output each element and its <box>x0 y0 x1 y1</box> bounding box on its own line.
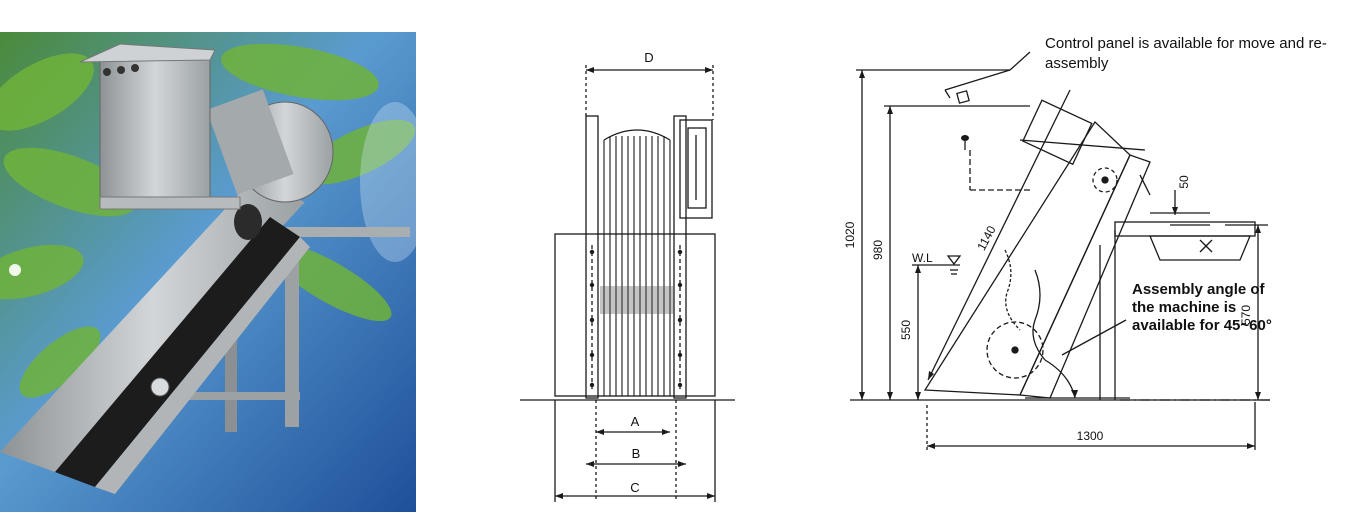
dim-label-570: 570 <box>1239 305 1253 325</box>
dim-line-1140 <box>927 89 1071 381</box>
control-panel-top <box>944 69 1011 91</box>
leader-control-note <box>1009 51 1031 71</box>
dim-label-c: C <box>630 480 639 495</box>
base-housing <box>554 233 716 397</box>
frame-column-left <box>585 115 599 399</box>
dim-label-50: 50 <box>1177 175 1191 189</box>
collection-bin <box>1149 235 1251 261</box>
dim-label-550: 550 <box>899 320 913 340</box>
water-bubble <box>360 102 416 262</box>
water-level-label: W.L <box>912 251 933 265</box>
front-view-drawing: D A B C <box>520 50 735 502</box>
celery-leaves <box>0 43 416 398</box>
top-sprocket <box>1092 167 1118 193</box>
frame-arm <box>270 227 410 237</box>
inclined-belt-frame <box>1019 154 1151 399</box>
angle-arc <box>1044 359 1076 399</box>
control-panel-note: Control panel is available for move and … <box>1045 35 1327 72</box>
dim-label-1140: 1140 <box>974 223 999 253</box>
screen-top-curve <box>603 129 671 141</box>
discharge-tray <box>1114 221 1256 237</box>
product-photo <box>0 32 416 512</box>
chute-hole <box>234 204 262 240</box>
dim-label-a: A <box>631 414 640 429</box>
bottom-roller <box>986 321 1044 379</box>
machine-photo-illustration <box>0 32 416 512</box>
dim-label-d: D <box>644 50 653 65</box>
frame-crossbar <box>170 392 300 400</box>
motor-unit <box>679 119 713 219</box>
dim-label-1300: 1300 <box>1077 429 1104 443</box>
frame-column-right <box>673 115 687 399</box>
assembly-angle-note: Assembly angle of the machine is availab… <box>1132 281 1272 334</box>
conveyor-chute <box>0 182 305 472</box>
dim-label-980: 980 <box>871 240 885 260</box>
roller-bolt <box>150 377 170 397</box>
dim-label-1020: 1020 <box>843 221 857 248</box>
screen-bars <box>603 136 671 396</box>
conveyor-belt <box>55 217 300 487</box>
drive-housing <box>1022 99 1093 166</box>
control-box <box>99 53 211 200</box>
dim-label-b: B <box>632 446 641 461</box>
frame-leg <box>285 227 299 427</box>
side-view-drawing: 1020 980 550 W.L 1140 50 <box>843 51 1270 450</box>
